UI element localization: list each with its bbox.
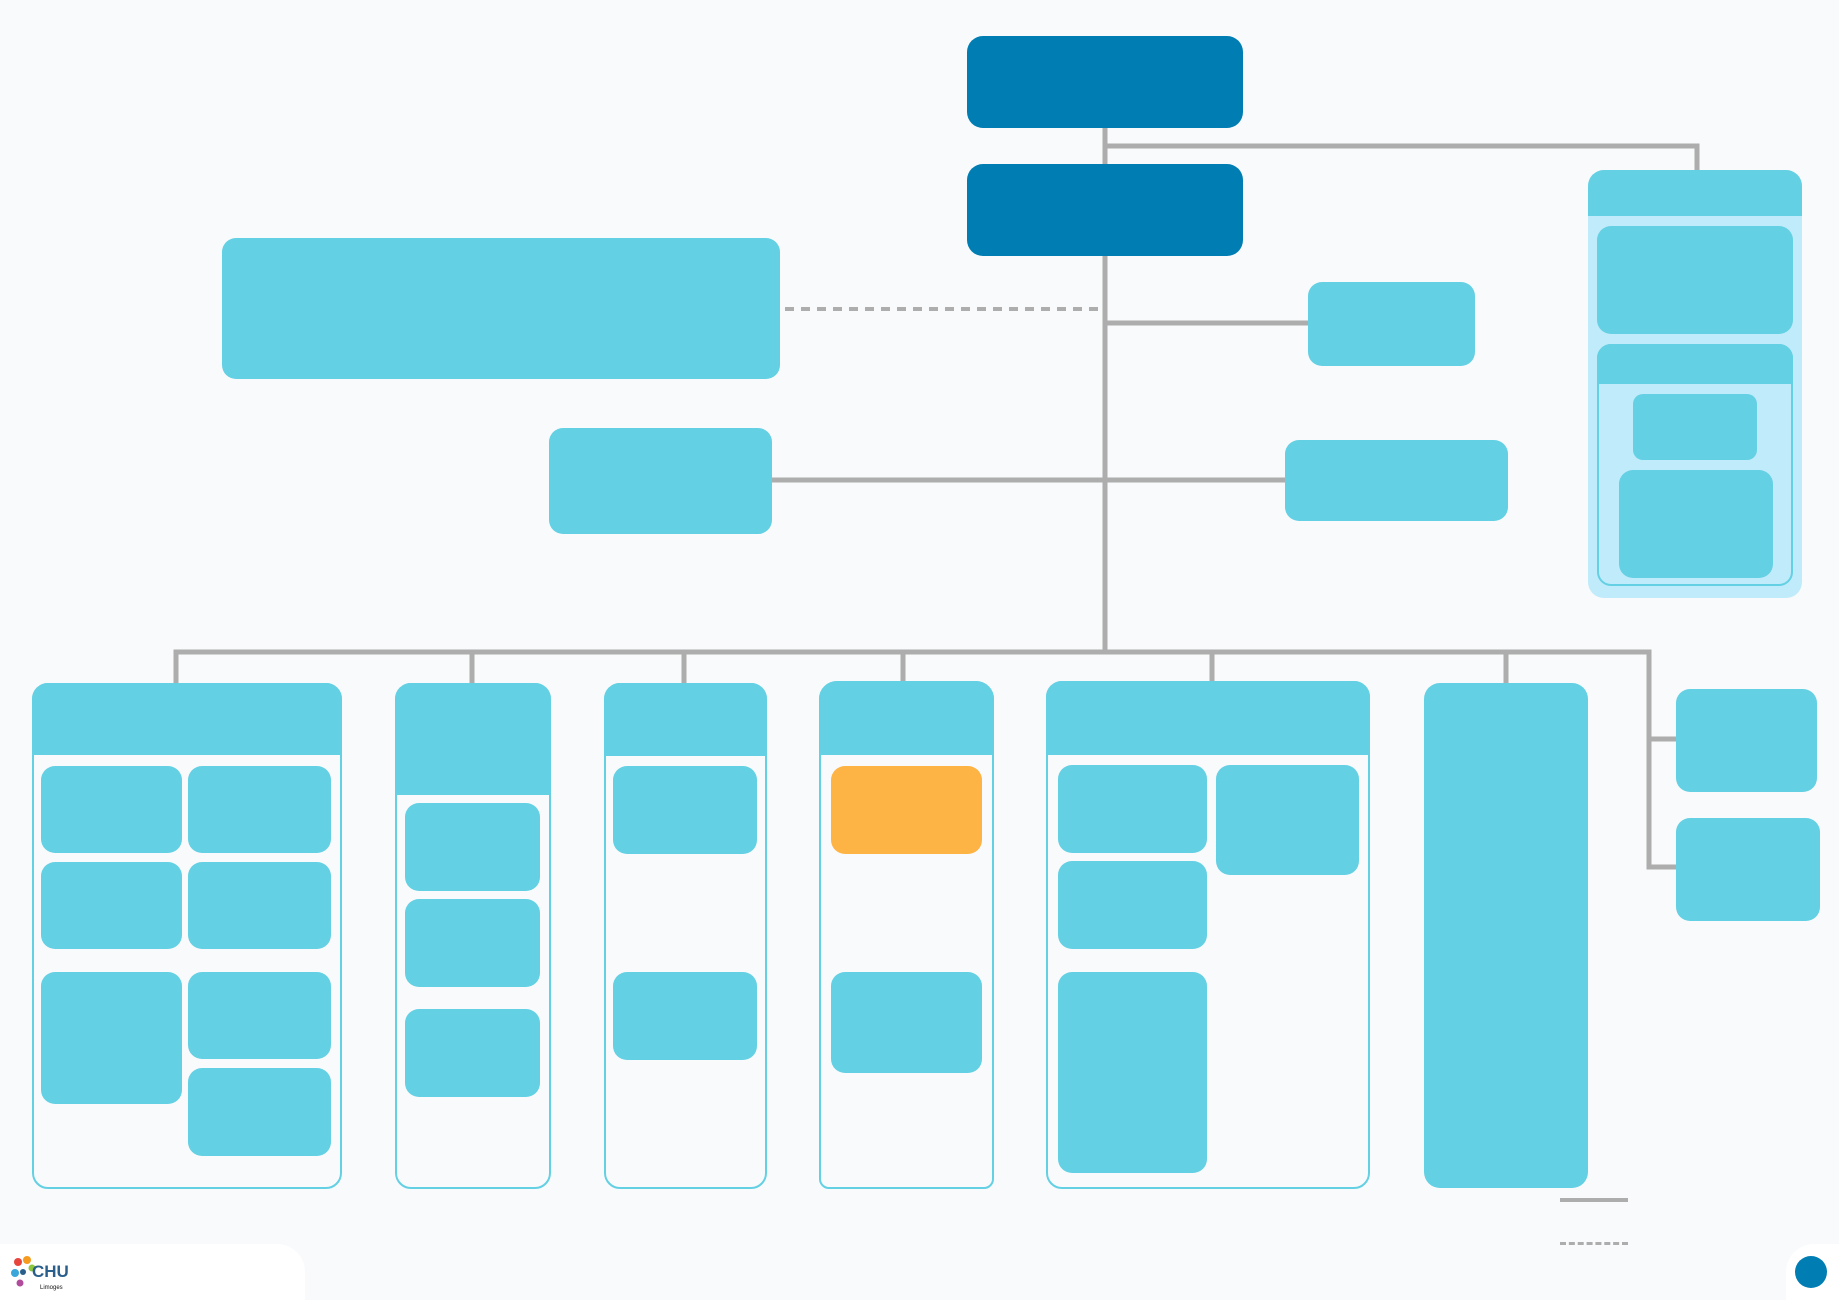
footer-panel: CHU Limoges bbox=[0, 1244, 305, 1300]
col5-box-4 bbox=[1058, 972, 1207, 1173]
column-2-header bbox=[395, 683, 551, 795]
col1-box-2 bbox=[188, 766, 331, 853]
right-panel-header bbox=[1588, 170, 1802, 216]
col3-box-2 bbox=[613, 972, 757, 1060]
col1-box-3 bbox=[41, 862, 182, 949]
second-head-box bbox=[967, 164, 1243, 256]
department-column-6 bbox=[1424, 683, 1588, 1188]
right-panel-box-1 bbox=[1597, 226, 1793, 334]
logo-petals-icon bbox=[11, 1256, 36, 1287]
right-small-box bbox=[1308, 282, 1475, 366]
department-column-3 bbox=[604, 683, 767, 1189]
chu-logo: CHU Limoges bbox=[10, 1252, 80, 1296]
right-subframe-box-2 bbox=[1619, 470, 1773, 578]
top-head-box bbox=[967, 36, 1243, 128]
col2-box-2 bbox=[405, 899, 540, 987]
col4-box-2 bbox=[831, 972, 982, 1073]
page-indicator-dot[interactable] bbox=[1795, 1256, 1827, 1288]
col5-box-3 bbox=[1058, 861, 1207, 949]
far-right-box-1 bbox=[1676, 689, 1817, 792]
col4-highlighted-box bbox=[831, 766, 982, 854]
wide-advisory-box bbox=[222, 238, 780, 379]
col1-box-4 bbox=[188, 862, 331, 949]
col5-box-1 bbox=[1058, 765, 1207, 853]
col2-box-1 bbox=[405, 803, 540, 891]
col5-box-2 bbox=[1216, 765, 1359, 875]
mid-left-box bbox=[549, 428, 772, 534]
right-subframe-header bbox=[1597, 344, 1793, 384]
mid-right-box bbox=[1285, 440, 1508, 521]
legend-solid-line bbox=[1560, 1198, 1628, 1202]
column-1-header bbox=[32, 683, 342, 755]
logo-name: CHU bbox=[32, 1262, 69, 1281]
col3-box-1 bbox=[613, 766, 757, 854]
right-panel bbox=[1588, 170, 1802, 598]
column-3-header bbox=[604, 683, 767, 756]
column-4-header bbox=[819, 681, 994, 755]
right-subframe-box-1 bbox=[1633, 394, 1757, 460]
far-right-box-2 bbox=[1676, 818, 1820, 921]
col1-box-7 bbox=[188, 1068, 331, 1156]
logo-city: Limoges bbox=[40, 1285, 63, 1291]
legend-dashed-line bbox=[1560, 1242, 1628, 1245]
col1-box-1 bbox=[41, 766, 182, 853]
col1-box-6 bbox=[188, 972, 331, 1059]
right-panel-subframe bbox=[1597, 344, 1793, 586]
col1-box-5 bbox=[41, 972, 182, 1104]
column-5-header bbox=[1046, 681, 1370, 755]
department-column-4 bbox=[819, 681, 994, 1189]
col2-box-3 bbox=[405, 1009, 540, 1097]
